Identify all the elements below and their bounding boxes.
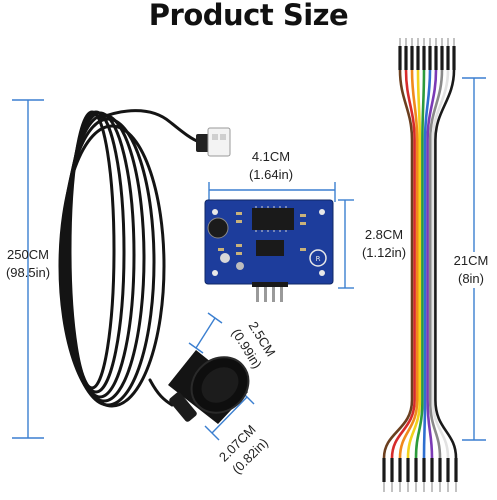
sensor-depth-dimension-line [188, 312, 223, 354]
jumper-pin-tip [405, 38, 407, 46]
jumper-pin-bottom [430, 458, 434, 482]
jumper-pin-bottom [446, 458, 450, 482]
jumper-pin-bottom [454, 458, 458, 482]
ultrasonic-board: R [204, 199, 334, 302]
ultrasonic-probe [168, 350, 250, 424]
board-width-dimension-line [208, 182, 336, 202]
jumper-pin-tip [391, 482, 393, 492]
jumper-wire [434, 69, 458, 459]
jumper-pin-tip [435, 38, 437, 46]
jumper-pin-top [428, 46, 432, 70]
board-height-label: 2.8CM (1.12in) [352, 226, 416, 262]
jumper-pin-top [422, 46, 426, 70]
board-width-cm: 4.1CM [251, 149, 291, 164]
jumper-pin-top [410, 46, 414, 70]
board-height-cm: 2.8CM [364, 227, 404, 242]
jumper-pin-top [440, 46, 444, 70]
jumper-pin-bottom [398, 458, 402, 482]
jumper-wire [382, 69, 414, 459]
board-width-in: (1.64in) [248, 167, 294, 182]
jumper-pin-bottom [414, 458, 418, 482]
board-height-in: (1.12in) [361, 245, 407, 260]
jst-connector [196, 127, 231, 157]
board-width-label: 4.1CM (1.64in) [236, 148, 306, 184]
coiled-cable [58, 109, 202, 408]
jumper-pin-tip [417, 38, 419, 46]
jumper-pin-bottom [422, 458, 426, 482]
cable-length-dimension-line [12, 99, 44, 439]
jumper-pin-top [416, 46, 420, 70]
cable-length-in: (98.5in) [5, 265, 51, 280]
cable-length-label: 250CM (98.5in) [0, 246, 56, 282]
jumper-pin-top [452, 46, 456, 70]
jumper-pin-tip [455, 482, 457, 492]
jumper-pin-tip [411, 38, 413, 46]
jumper-pin-tip [431, 482, 433, 492]
jumper-pin-top [446, 46, 450, 70]
jumper-pin-tip [407, 482, 409, 492]
jumper-pin-tip [439, 482, 441, 492]
jumper-pin-tip [423, 38, 425, 46]
jumper-pin-bottom [438, 458, 442, 482]
jumper-pin-tip [399, 482, 401, 492]
jumper-length-cm: 21CM [453, 253, 489, 268]
jumper-wire [426, 69, 438, 459]
jumper-pin-tip [429, 38, 431, 46]
cable-length-cm: 250CM [7, 247, 49, 262]
jumper-pin-top [434, 46, 438, 70]
jumper-wire [406, 69, 422, 459]
jumper-wire [390, 69, 416, 459]
jumper-pin-bottom [390, 458, 394, 482]
jumper-pin-tip [447, 38, 449, 46]
jumper-pin-bottom [406, 458, 410, 482]
jumper-wire [414, 69, 426, 459]
page-title: Product Size [148, 0, 349, 32]
jumper-length-in: (8in) [457, 271, 484, 286]
jumper-wire [431, 69, 450, 459]
board-height-dimension-line [338, 199, 354, 289]
jumper-wire [422, 69, 432, 459]
jumper-wire [428, 69, 444, 459]
jumper-wire [398, 69, 419, 459]
jumper-pin-bottom [382, 458, 386, 482]
jumper-pin-tip [383, 482, 385, 492]
jumper-pin-tip [447, 482, 449, 492]
rainbow-jumper-wires [382, 38, 458, 492]
jumper-pin-tip [399, 38, 401, 46]
jumper-pin-top [398, 46, 402, 70]
jumper-pin-tip [441, 38, 443, 46]
jumper-pin-tip [415, 482, 417, 492]
jumper-pin-top [404, 46, 408, 70]
svg-text:R: R [316, 255, 321, 263]
jumper-pin-tip [453, 38, 455, 46]
jumper-pin-tip [423, 482, 425, 492]
jumper-length-label: 21CM (8in) [448, 252, 494, 288]
